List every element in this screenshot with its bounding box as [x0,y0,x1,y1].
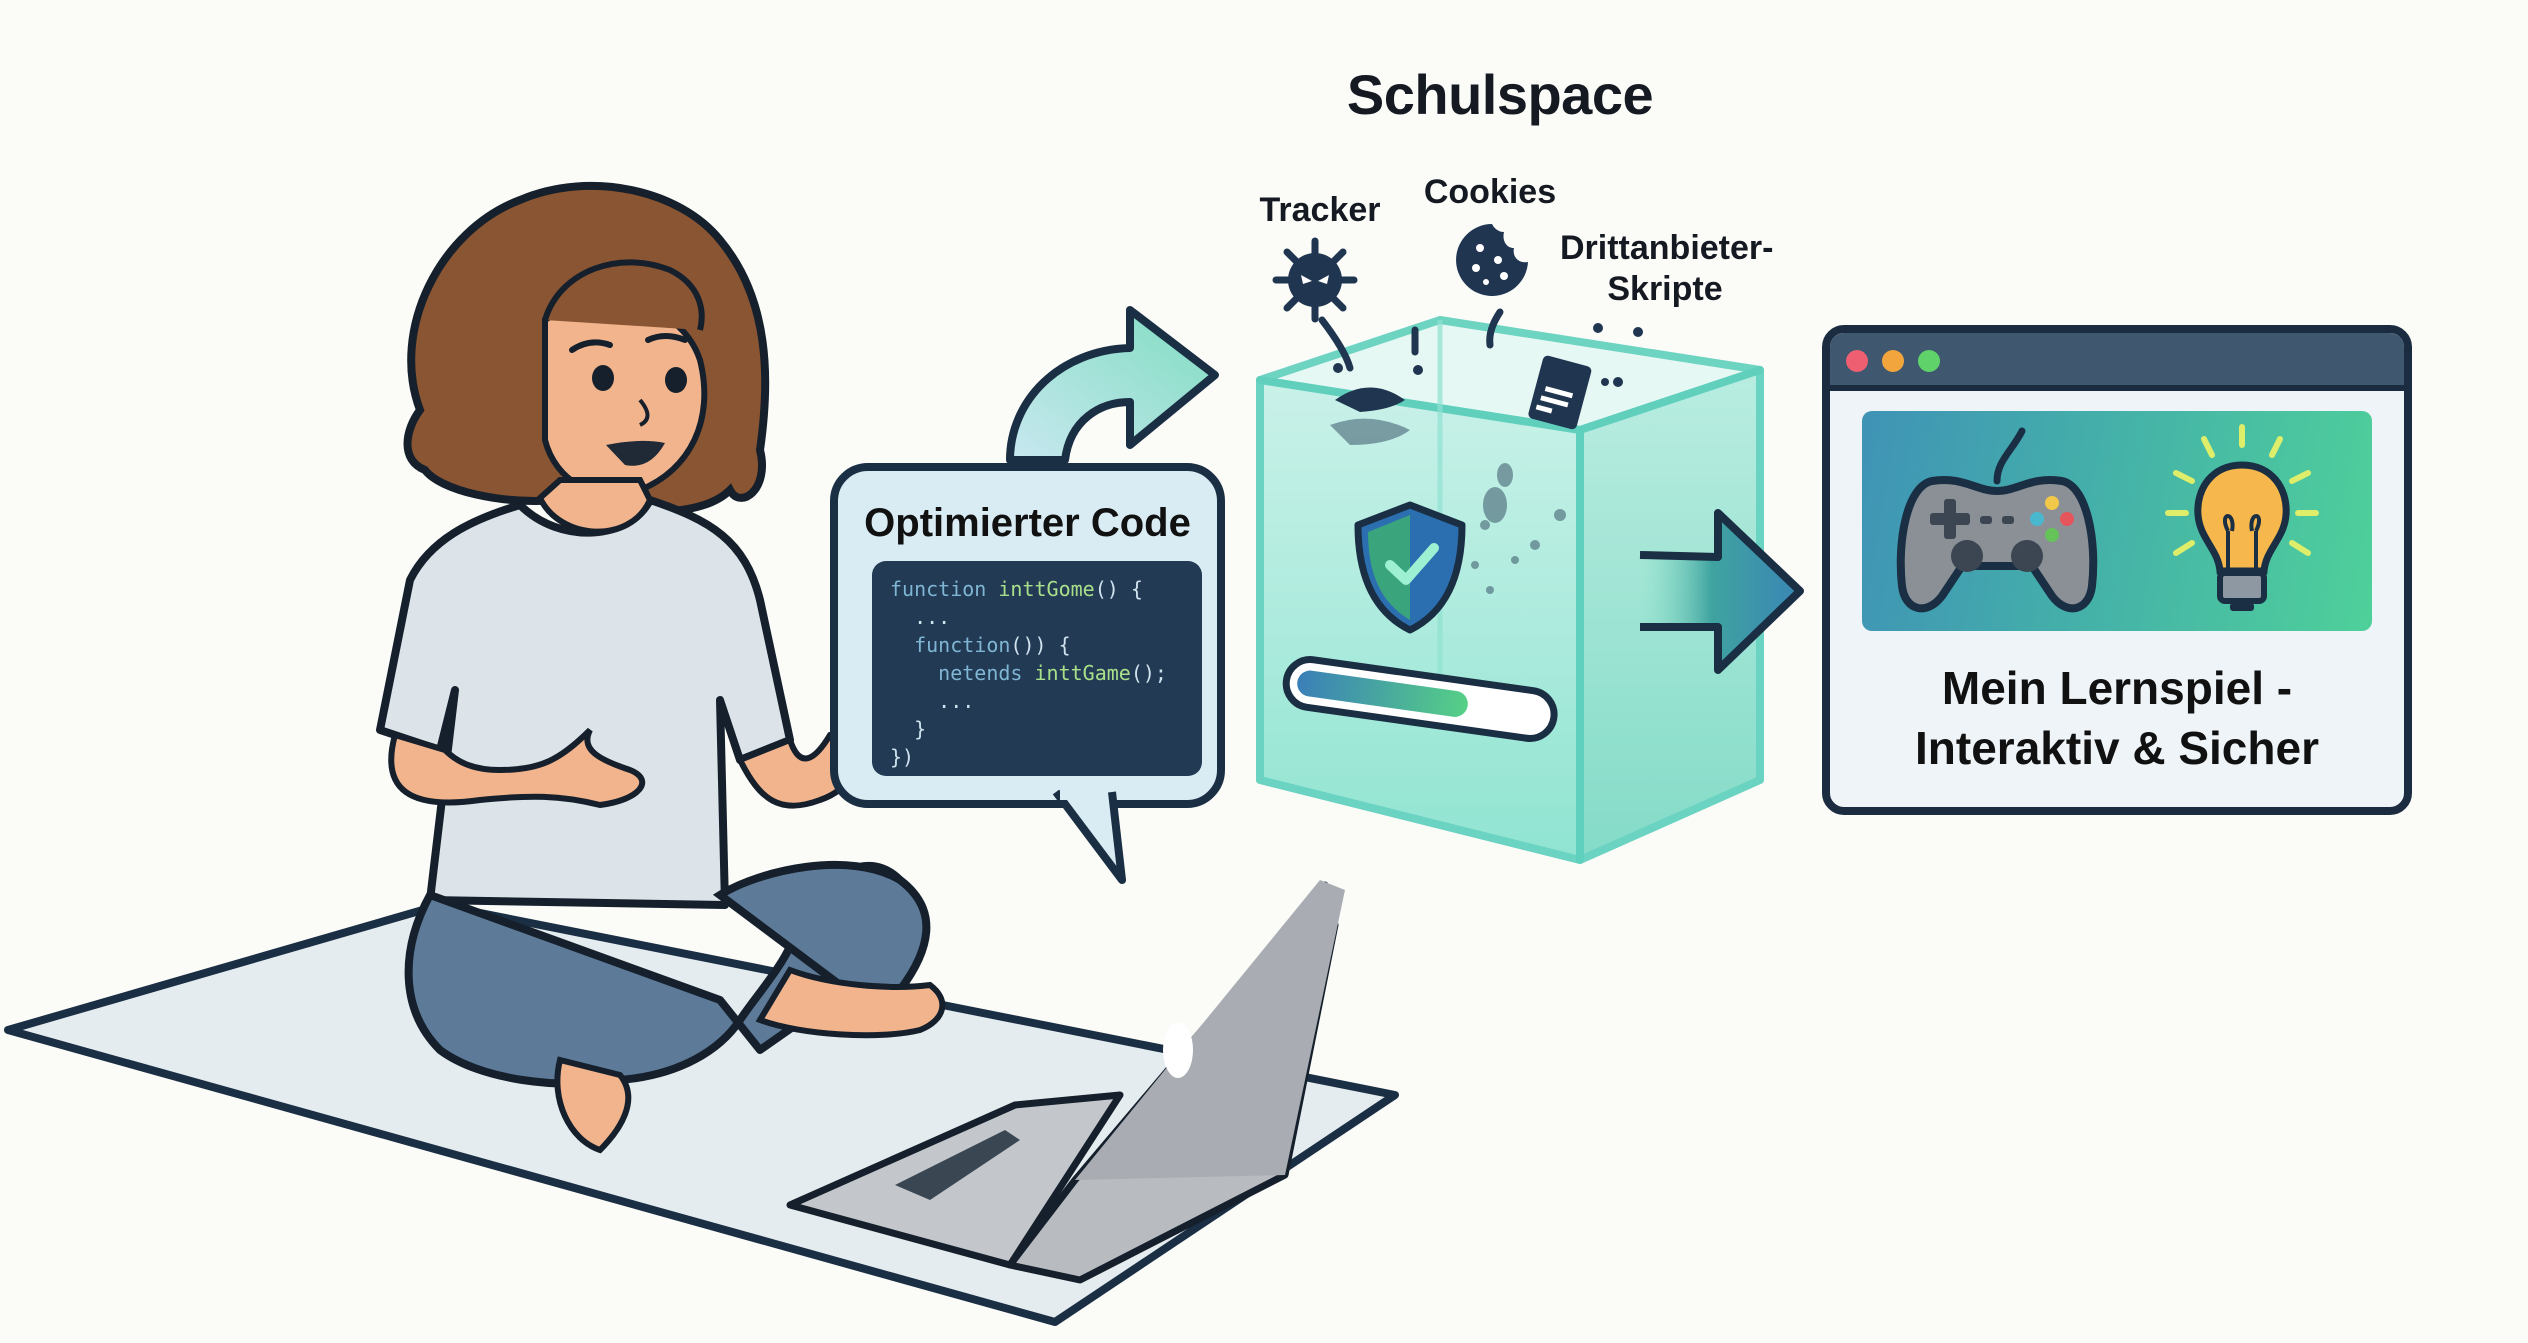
code-line: function inttGome() { [890,575,1184,603]
right-arrow-icon [1639,509,1804,674]
tracker-label: Tracker [1259,191,1381,229]
third-party-scripts-label-line2: Skripte [1607,269,1723,308]
cookie-icon [1456,224,1528,296]
browser-caption-line2: Interaktiv & Sicher [1915,722,2319,774]
speech-bubble: Optimierter Code function inttGome() { .… [830,463,1225,808]
curved-arrow-icon [1006,306,1219,464]
code-token: }) [890,745,915,769]
browser-caption-line1: Mein Lernspiel - [1941,662,2293,714]
speech-bubble-title: Optimierter Code [864,501,1191,545]
code-token: ... [914,605,951,629]
page-title: Schulspace [1346,63,1654,126]
code-token: (); [1130,661,1167,685]
code-line: } [890,715,1184,743]
sandbox-progress-bar [1282,656,1558,742]
code-block: function inttGome() { ... function()) { … [872,561,1202,776]
code-line: }) [890,743,1184,771]
code-line: function()) { [890,631,1184,659]
code-token: inttGame [1034,661,1131,685]
browser-caption: Mein Lernspiel - Interaktiv & Sicher [1830,658,2404,778]
minimize-dot[interactable] [1882,350,1904,372]
close-dot[interactable] [1846,350,1868,372]
document-lines [1535,386,1574,414]
code-token: () { [1094,577,1143,601]
code-token: ()) { [1010,633,1071,657]
shield-check-icon [1354,501,1466,634]
code-line: netends inttGame(); [890,659,1184,687]
tracker-virus-icon [1272,237,1358,323]
cookies-label: Cookies [1423,173,1557,211]
code-token: function [914,633,1011,657]
speech-bubble-tail [1052,790,1126,884]
code-token: inttGome [998,577,1095,601]
browser-window: Mein Lernspiel - Interaktiv & Sicher [1822,325,2412,815]
maximize-dot[interactable] [1918,350,1940,372]
code-token: ... [938,689,975,713]
third-party-scripts-label: Drittanbieter- Skripte [1560,228,1774,310]
browser-titlebar [1830,333,2404,391]
code-line: ... [890,603,1184,631]
code-line: ... [890,687,1184,715]
code-token: } [914,717,927,741]
game-hero-banner[interactable] [1862,411,2372,631]
third-party-scripts-label-line1: Drittanbieter- [1560,229,1774,267]
code-token: function [890,577,999,601]
laptop [786,880,1345,1284]
floor-mat [4,901,1399,1326]
gamepad-icon [1896,427,2098,613]
code-token: netends [938,661,1035,685]
lightbulb-icon [2165,424,2319,611]
